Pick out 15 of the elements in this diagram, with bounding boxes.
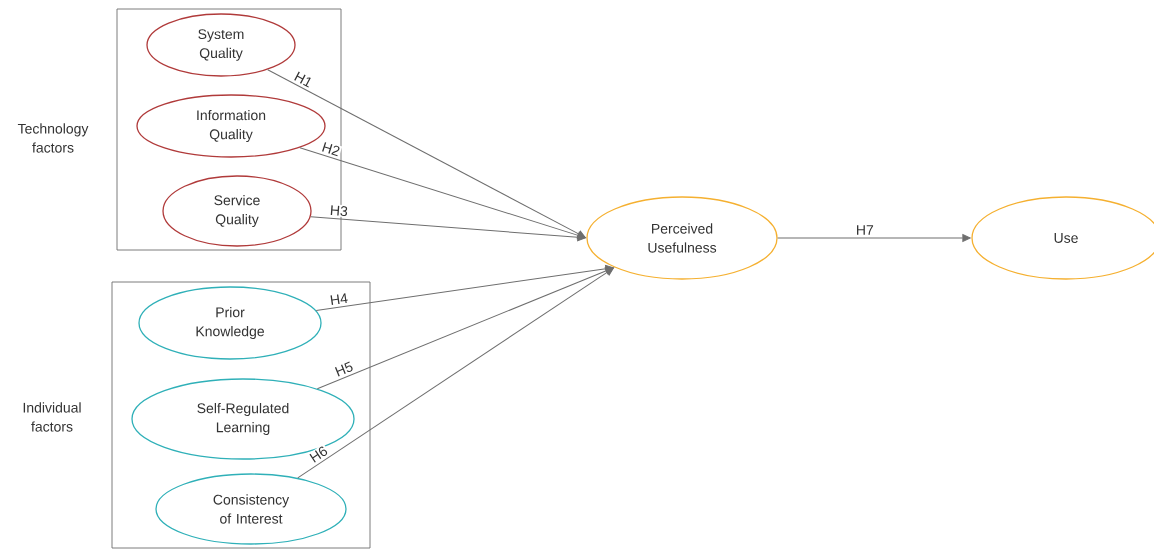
arrow	[310, 216, 586, 242]
arrow	[316, 267, 614, 390]
arrow	[299, 147, 586, 240]
edge-label: H3	[328, 204, 350, 218]
edge-label: H4	[328, 292, 350, 307]
edge-label: H6	[307, 443, 331, 465]
arrow	[777, 234, 971, 242]
arrow	[315, 264, 614, 312]
edge-label: H2	[319, 140, 343, 158]
group-heading: Individual factors	[23, 402, 81, 432]
edge-label: H7	[854, 224, 875, 236]
edge-label: H5	[332, 359, 356, 379]
group-heading: Technology factors	[17, 123, 89, 153]
arrow	[297, 267, 614, 479]
arrow	[267, 69, 586, 238]
